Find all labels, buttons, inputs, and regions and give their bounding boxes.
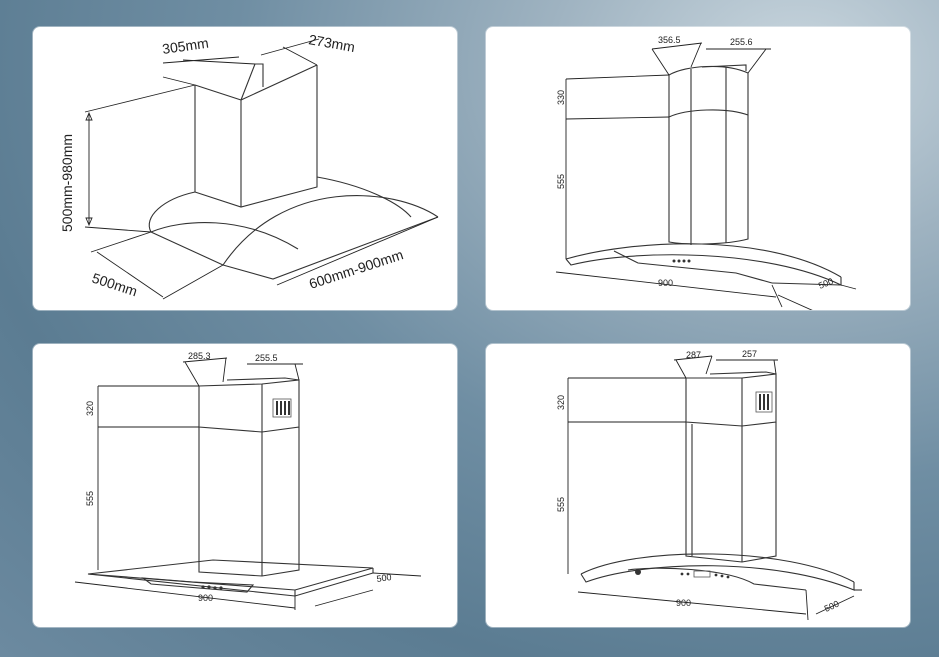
hood-left bbox=[148, 191, 196, 233]
chimney-edge bbox=[194, 84, 242, 207]
height-range-label: 500mm-980mm bbox=[59, 134, 75, 232]
diagram-panel-generic-hood: 305mm 273mm 500mm-980mm 500mm 600mm-900m… bbox=[33, 27, 457, 310]
curved-glass bbox=[580, 553, 855, 583]
hood-drawing-flat-glass: 285.3 255.5 320 555 900 500 bbox=[74, 351, 422, 610]
vertical-dimension bbox=[97, 385, 199, 570]
chimney-depth-label: 285.3 bbox=[188, 351, 211, 361]
diagram-panel-curved-hood-round: 356.5 255.6 330 555 900 500 bbox=[486, 27, 910, 310]
hood-width-label: 900 bbox=[676, 598, 691, 608]
upper-height-label: 320 bbox=[556, 395, 566, 410]
lower-height-label: 555 bbox=[556, 174, 566, 189]
vent-icon bbox=[272, 398, 292, 418]
chimney-depth-label: 305mm bbox=[161, 35, 209, 57]
hood-top bbox=[565, 243, 842, 278]
chimney-lower bbox=[685, 422, 777, 563]
chimney-depth-label: 287 bbox=[686, 350, 701, 360]
upper-height-label: 320 bbox=[85, 401, 95, 416]
hood-width-label: 600mm-900mm bbox=[307, 246, 405, 292]
height-dimension bbox=[84, 84, 196, 233]
vent-icon bbox=[755, 391, 773, 413]
chimney-width-label: 273mm bbox=[307, 31, 356, 55]
hood-drawing-generic: 305mm 273mm 500mm-980mm 500mm 600mm-900m… bbox=[59, 31, 439, 300]
hood-width-label: 900 bbox=[658, 278, 673, 288]
lower-height-label: 555 bbox=[85, 491, 95, 506]
hood-depth-label: 500 bbox=[823, 599, 841, 614]
width-dimension bbox=[74, 572, 422, 610]
upper-height-label: 330 bbox=[556, 90, 566, 105]
chimney-width-label: 255.6 bbox=[730, 37, 753, 47]
hood-depth-label: 500 bbox=[817, 276, 835, 291]
hood-depth-label: 500 bbox=[376, 572, 392, 584]
vertical-dimension bbox=[565, 74, 670, 259]
hood-drawing-curved-round: 356.5 255.6 330 555 900 500 bbox=[555, 35, 857, 310]
depth-dimension bbox=[90, 231, 224, 300]
lower-height-label: 555 bbox=[556, 497, 566, 512]
hood-arc bbox=[222, 195, 439, 266]
chimney-upper bbox=[668, 65, 749, 118]
diagram-panel-flat-glass-hood: 285.3 255.5 320 555 900 500 bbox=[33, 344, 457, 627]
width-dimension bbox=[555, 271, 857, 310]
display-screen bbox=[693, 570, 711, 578]
chimney-lower bbox=[198, 427, 300, 577]
hood-width-label: 900 bbox=[198, 593, 213, 603]
chimney-lower bbox=[668, 115, 749, 245]
hood-depth-label: 500mm bbox=[90, 270, 139, 300]
chimney-depth-label: 356.5 bbox=[658, 35, 681, 45]
hood-drawing-curved-glass: 287 257 320 555 900 500 bbox=[556, 349, 862, 621]
power-button-icon bbox=[635, 569, 641, 575]
chimney-width-label: 257 bbox=[742, 349, 757, 359]
chimney-upper bbox=[685, 373, 777, 427]
chimney-width-label: 255.5 bbox=[255, 353, 278, 363]
diagram-panel-curved-glass-hood: 287 257 320 555 900 500 bbox=[486, 344, 910, 627]
chimney-body bbox=[194, 65, 318, 208]
vertical-dimension bbox=[567, 377, 686, 574]
width-dimension bbox=[577, 589, 862, 621]
